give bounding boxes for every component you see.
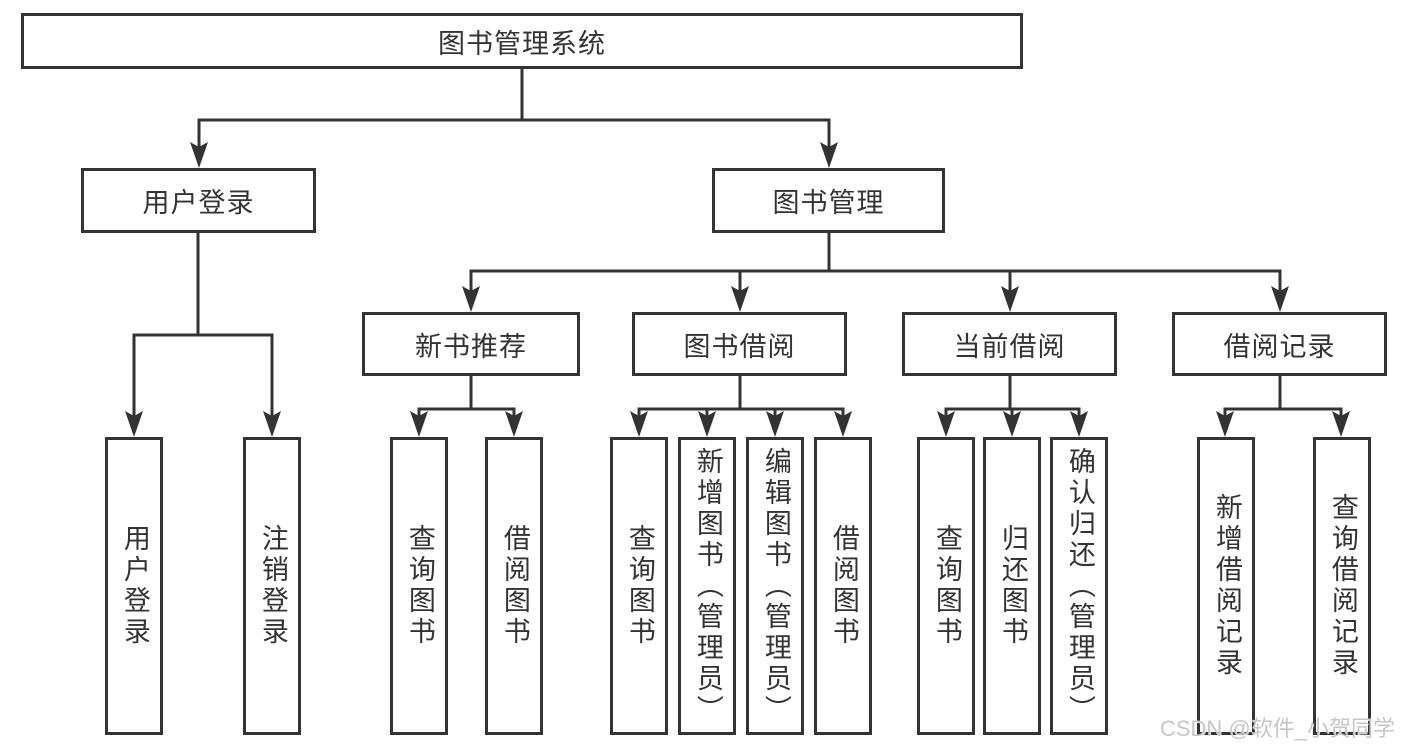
- node-book-management-system: 图书管理系统: [21, 13, 1023, 69]
- node-label: 图书管理系统: [438, 28, 606, 59]
- node-label: 用户登录: [142, 188, 255, 218]
- leaf-borrow-books-borrowing: 借阅图书: [814, 437, 872, 735]
- leaf-query-books-borrowing: 查询图书: [610, 437, 668, 735]
- node-label: 编辑图书（管理员）: [760, 446, 791, 726]
- leaf-confirm-return-admin: 确认归还（管理员）: [1050, 437, 1108, 735]
- node-book-management: 图书管理: [712, 168, 945, 233]
- node-label: 查询借阅记录: [1327, 493, 1358, 679]
- leaf-add-borrow-record: 新增借阅记录: [1197, 437, 1255, 735]
- node-label: 借阅图书: [499, 524, 530, 648]
- node-label: 图书借阅: [683, 331, 796, 362]
- node-label: 新增借阅记录: [1211, 493, 1242, 679]
- node-new-book-recommend: 新书推荐: [362, 312, 580, 376]
- node-label: 查询图书: [404, 524, 435, 648]
- node-current-borrowing: 当前借阅: [902, 312, 1117, 376]
- node-borrowing-records: 借阅记录: [1172, 312, 1387, 376]
- leaf-logout: 注销登录: [243, 437, 301, 735]
- node-label: 图书管理: [772, 188, 885, 218]
- leaf-query-books-current: 查询图书: [917, 437, 975, 735]
- leaf-user-login: 用户登录: [105, 437, 163, 735]
- node-label: 注销登录: [257, 524, 288, 648]
- leaf-edit-book-admin: 编辑图书（管理员）: [746, 437, 804, 735]
- node-book-borrowing: 图书借阅: [632, 312, 847, 376]
- node-label: 新增图书（管理员）: [692, 446, 723, 726]
- node-label: 归还图书: [997, 524, 1028, 648]
- node-label: 查询图书: [931, 524, 962, 648]
- leaf-query-borrow-record: 查询借阅记录: [1313, 437, 1371, 735]
- leaf-borrow-books-recommend: 借阅图书: [485, 437, 543, 735]
- node-label: 用户登录: [119, 524, 150, 648]
- leaf-return-book: 归还图书: [983, 437, 1041, 735]
- node-label: 查询图书: [624, 524, 655, 648]
- node-label: 当前借阅: [953, 331, 1066, 362]
- leaf-query-books-recommend: 查询图书: [390, 437, 448, 735]
- node-label: 借阅图书: [828, 524, 859, 648]
- node-label: 确认归还（管理员）: [1064, 446, 1095, 726]
- node-user-login: 用户登录: [81, 168, 316, 233]
- csdn-watermark: CSDN @软件_小贺同学: [1159, 716, 1395, 741]
- node-label: 借阅记录: [1223, 331, 1336, 362]
- leaf-add-book-admin: 新增图书（管理员）: [678, 437, 736, 735]
- node-label: 新书推荐: [415, 331, 527, 362]
